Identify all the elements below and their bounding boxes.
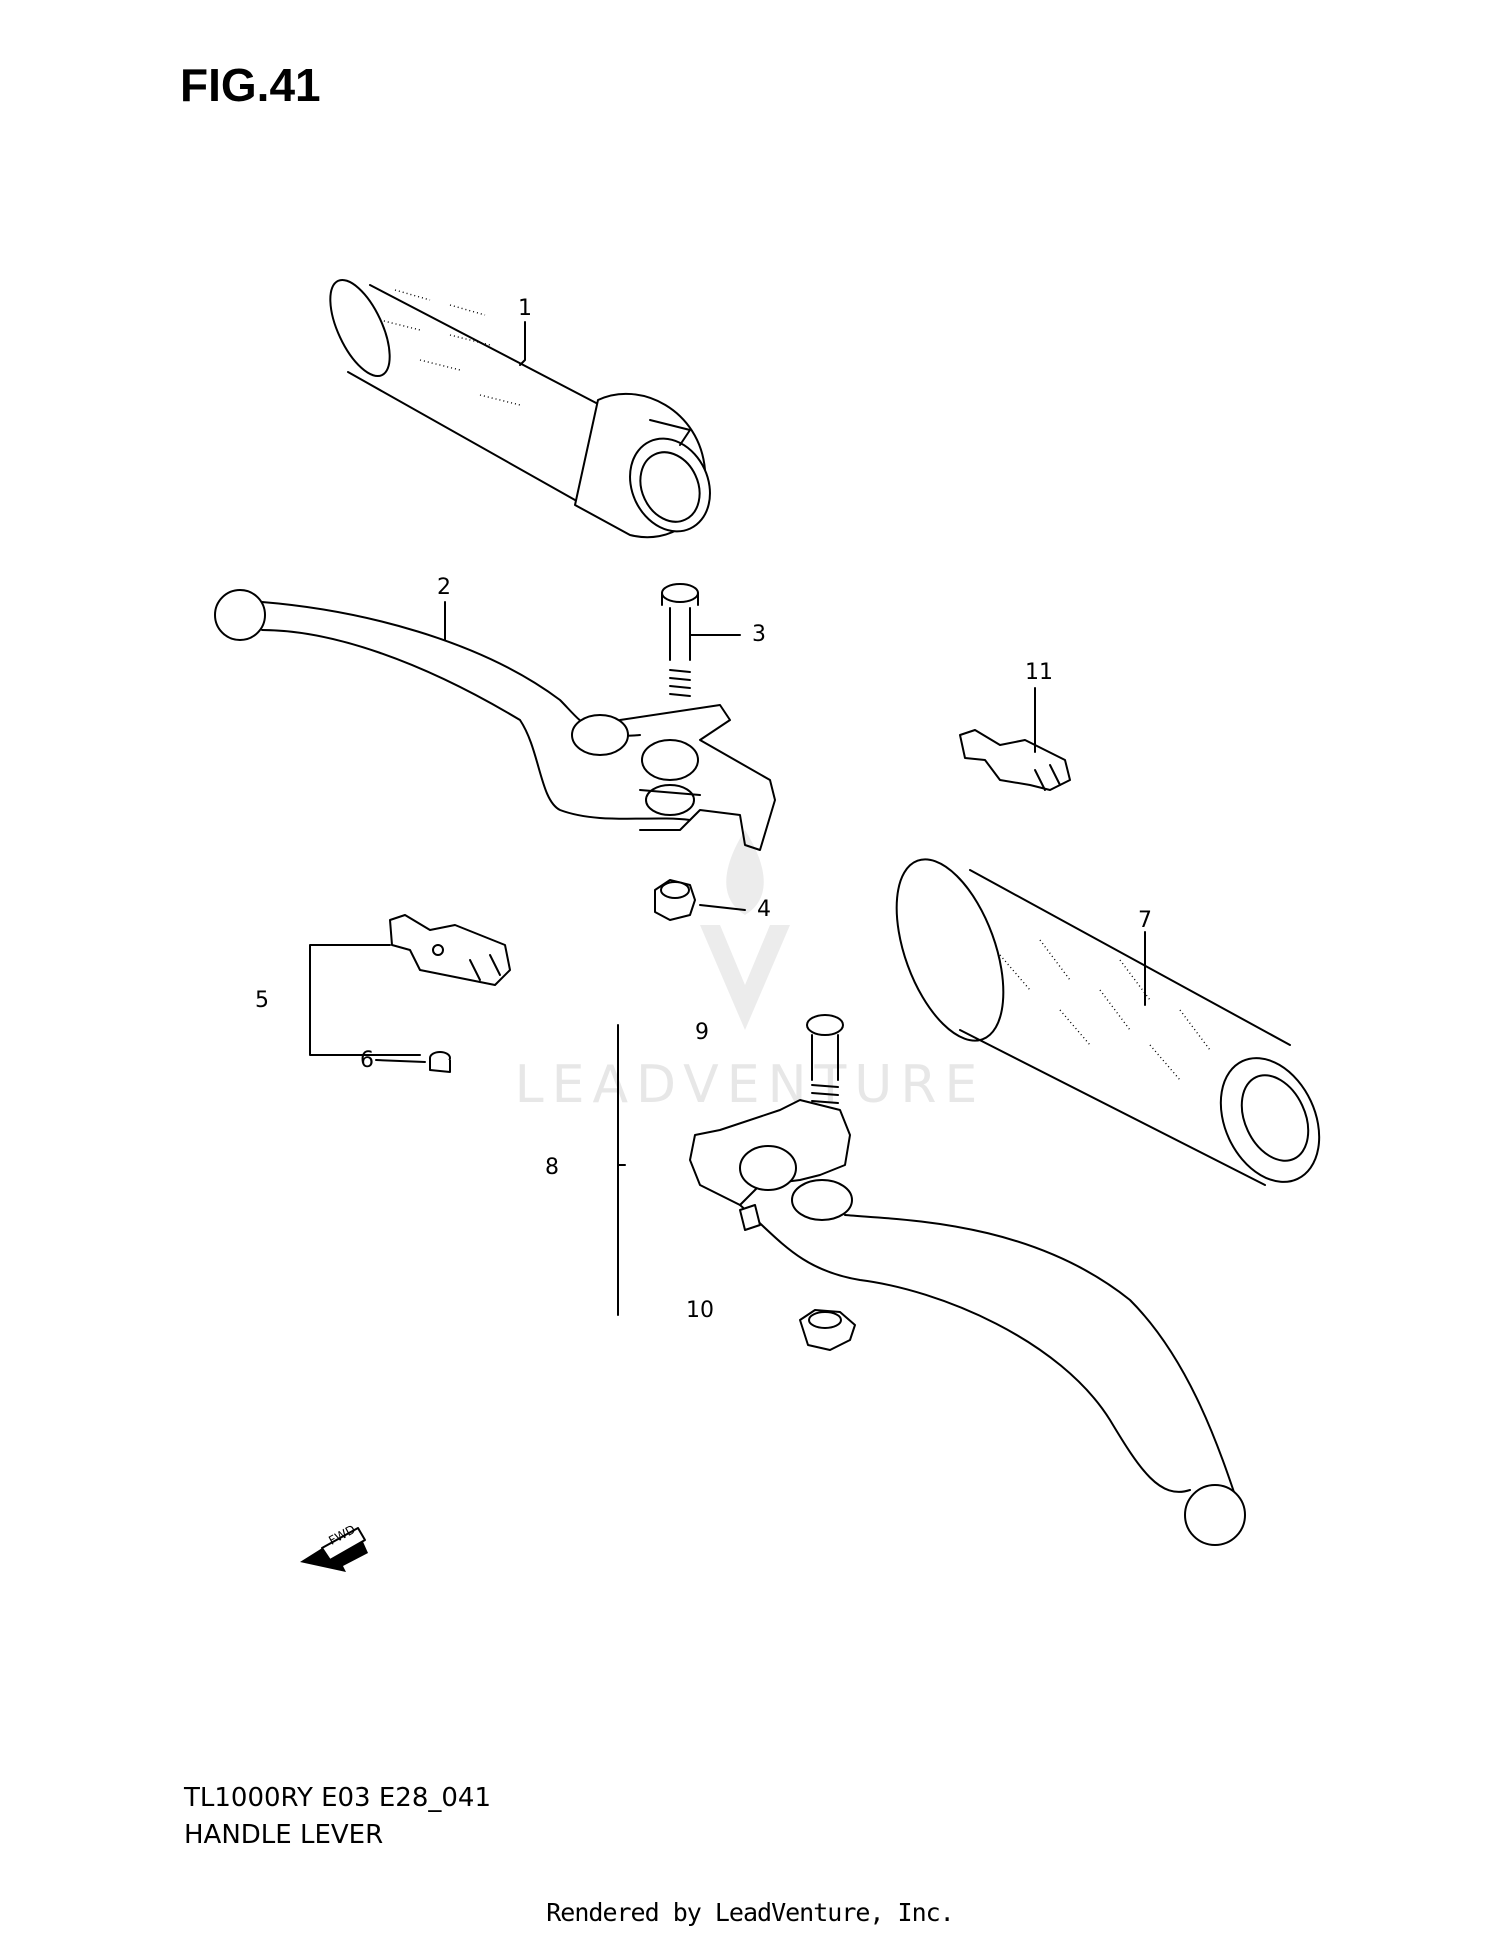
callout-2: 2 [437,575,451,600]
switch-upper [959,729,1071,791]
switch-lower [389,914,511,986]
callout-8: 8 [545,1155,559,1180]
throttle-grip [329,278,711,539]
callout-1: 1 [518,296,532,321]
watermark-logo [700,830,790,1030]
leader-lines [375,321,1146,1166]
pivot-bolt-lower [806,1014,844,1104]
fwd-arrow [300,1527,368,1572]
nut-upper [654,879,696,921]
figure-title: FIG.41 [180,59,321,111]
callout-11: 11 [1025,660,1053,685]
callout-bracket-5-6 [309,944,421,1056]
callout-7: 7 [1138,908,1152,933]
nut-lower [799,1309,856,1351]
watermark-text: LEADVENTURE [514,1055,986,1115]
callout-4: 4 [757,897,771,922]
lower-lever [689,1099,1246,1546]
callout-5: 5 [255,988,269,1013]
callout-9: 9 [695,1020,709,1045]
callout-10: 10 [686,1298,714,1323]
left-grip [895,858,1321,1186]
render-credit: Rendered by LeadVenture, Inc. [546,1898,955,1927]
callout-3: 3 [752,622,766,647]
callout-6: 6 [360,1048,374,1073]
sheet-title: HANDLE LEVER [184,1820,384,1850]
upper-lever [214,589,776,851]
screw [429,1051,451,1073]
pivot-bolt-upper [661,583,699,697]
model-code: TL1000RY E03 E28_041 [184,1783,491,1813]
